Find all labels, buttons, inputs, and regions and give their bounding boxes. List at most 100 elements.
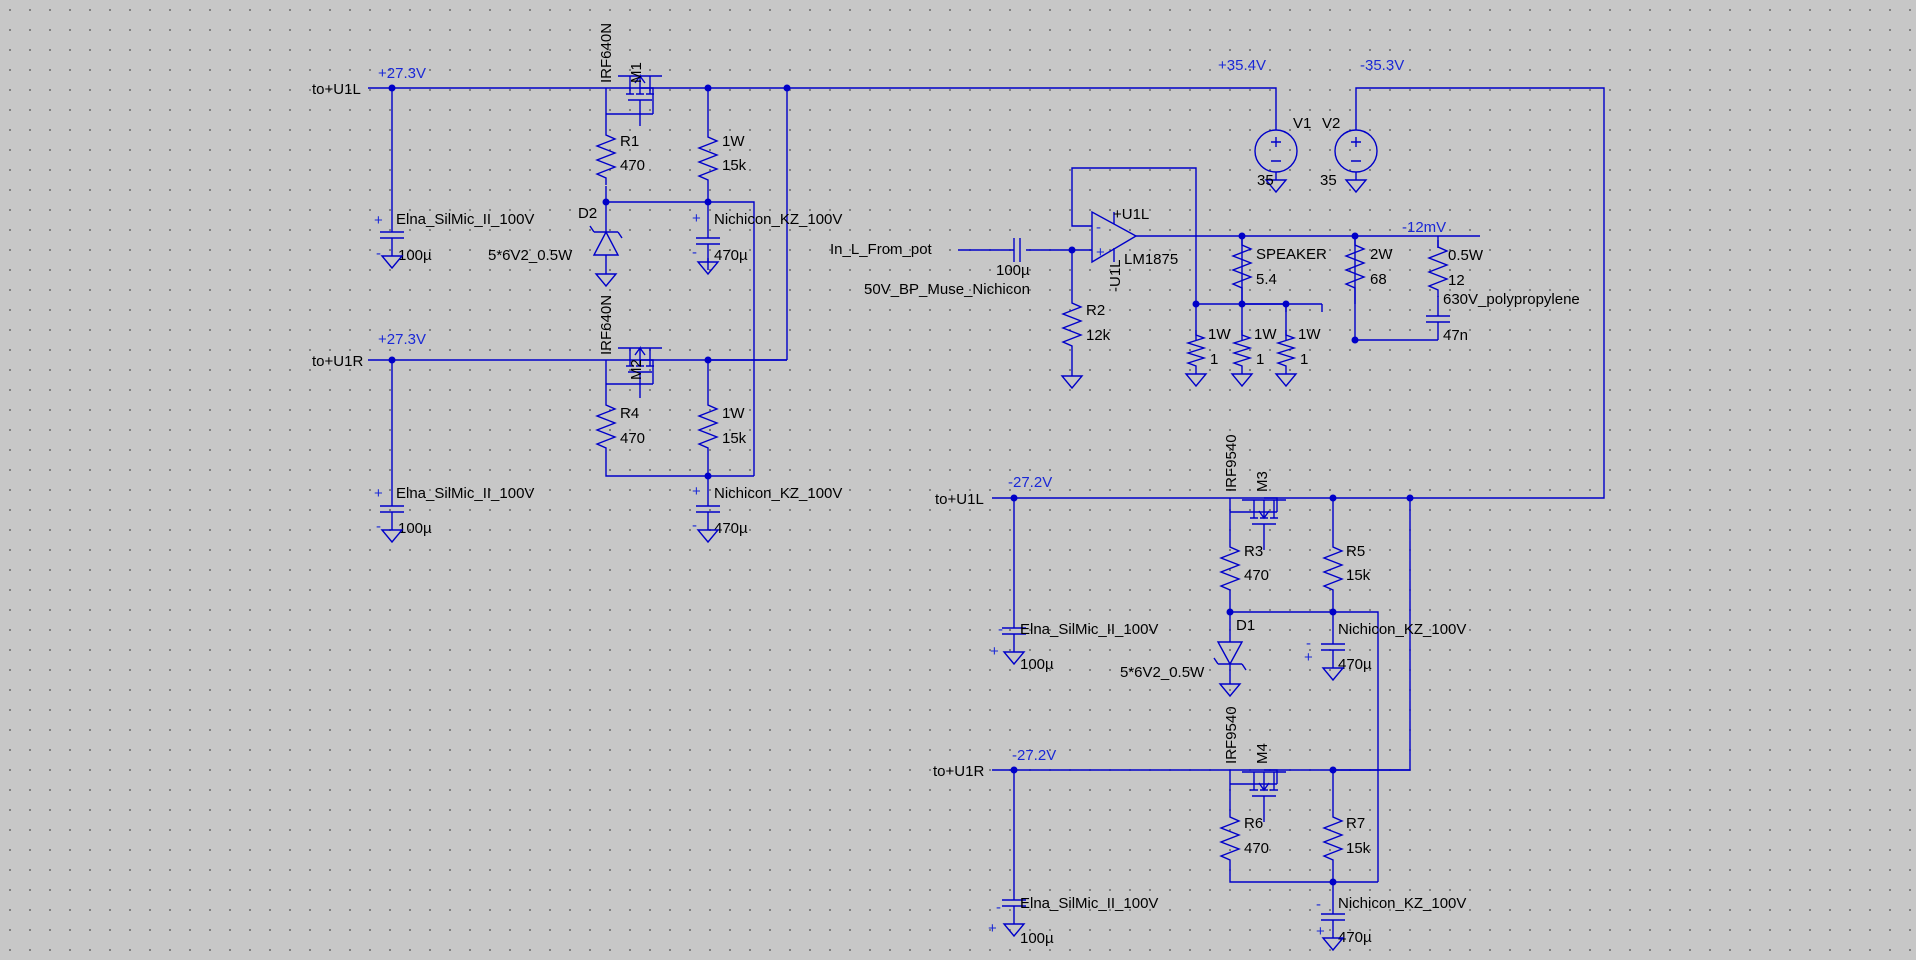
polarity-plus: + [692, 210, 701, 227]
net-neg-u1r: -27.2V [1012, 747, 1056, 764]
r3-name: R3 [1244, 543, 1263, 560]
resistor-12[interactable] [1428, 239, 1448, 298]
ground-icon [1231, 369, 1253, 387]
r12-value: 12 [1448, 272, 1465, 289]
m1-part: IRF640N [598, 23, 615, 83]
junction [1238, 300, 1246, 308]
opamp-lm1875[interactable] [1091, 210, 1138, 264]
net-output: -12mV [1402, 219, 1446, 236]
polarity-minus: - [998, 621, 1003, 638]
resistor-15k-mid[interactable] [698, 397, 718, 456]
opamp-plus-pin: + [1096, 244, 1105, 261]
junction [1010, 494, 1018, 502]
ground-icon [1219, 679, 1241, 697]
r7-value: 15k [1346, 840, 1371, 857]
net-pos-rail: +35.4V [1218, 57, 1266, 74]
capacitor-input[interactable] [1013, 238, 1021, 262]
resistor-r5[interactable] [1323, 539, 1343, 598]
nichicon-3-name: Nichicon_KZ_100V [1338, 621, 1466, 638]
v1-value: 35 [1257, 172, 1274, 189]
junction [1351, 232, 1359, 240]
r15k-mid-value: 15k [722, 430, 747, 447]
ground-icon [1185, 369, 1207, 387]
r3-value: 470 [1244, 567, 1269, 584]
voltage-source-v1[interactable] [1254, 129, 1298, 173]
junction [1351, 336, 1359, 344]
resistor-r1[interactable] [596, 127, 616, 186]
junction [1192, 300, 1200, 308]
poly-cap-name: 630V_polypropylene [1443, 291, 1580, 308]
resistor-15k-top[interactable] [698, 129, 718, 188]
r1-value: 470 [620, 157, 645, 174]
opamp-part: LM1875 [1124, 251, 1178, 268]
net-pos-u1r: +27.3V [378, 331, 426, 348]
junction [1282, 300, 1290, 308]
port-u1l-neg: to+U1L [935, 491, 984, 508]
junction [704, 84, 712, 92]
ground-icon [1275, 369, 1297, 387]
r5-value: 15k [1346, 567, 1371, 584]
polarity-minus: - [692, 244, 697, 261]
rs3-value: 1 [1300, 351, 1308, 368]
port-u1l-pos: to+U1L [312, 81, 361, 98]
elna-1-value: 100µ [398, 247, 432, 264]
rs2-name: 1W [1254, 326, 1277, 343]
elna-3-value: 100µ [1020, 656, 1054, 673]
input-cap-value: 100µ [996, 262, 1030, 279]
r4-name: R4 [620, 405, 639, 422]
polarity-plus: + [692, 483, 701, 500]
ground-icon [595, 269, 617, 287]
resistor-r3[interactable] [1220, 539, 1240, 598]
r68-value: 68 [1370, 271, 1387, 288]
junction [1329, 878, 1337, 886]
net-neg-u1l: -27.2V [1008, 474, 1052, 491]
polarity-minus: - [1306, 635, 1311, 652]
resistor-r2[interactable] [1062, 295, 1082, 354]
r6-name: R6 [1244, 815, 1263, 832]
junction [704, 198, 712, 206]
resistor-r4[interactable] [596, 397, 616, 456]
m3-stage [992, 497, 1411, 882]
opamp-minus-pin: - [1096, 219, 1101, 236]
r4-value: 470 [620, 430, 645, 447]
nichicon-2-value: 470µ [714, 520, 748, 537]
zener-diode-d1[interactable] [1213, 641, 1247, 671]
polarity-plus: + [1316, 923, 1325, 940]
polarity-minus: - [376, 518, 381, 535]
polarity-plus: + [1304, 649, 1313, 666]
port-u1r-neg: to+U1R [933, 763, 984, 780]
resistor-r6[interactable] [1220, 809, 1240, 868]
speaker-name: SPEAKER [1256, 246, 1327, 263]
m4-stage [992, 769, 1410, 900]
d1-value: 5*6V2_0.5W [1120, 664, 1205, 681]
r15k-mid-name: 1W [722, 405, 745, 422]
rs2-value: 1 [1256, 351, 1264, 368]
elna-2-name: Elna_SilMic_II_100V [396, 485, 534, 502]
nichicon-3-value: 470µ [1338, 656, 1372, 673]
nichicon-4-value: 470µ [1338, 929, 1372, 946]
r6-value: 470 [1244, 840, 1269, 857]
rs1-name: 1W [1208, 326, 1231, 343]
m1-name: M1 [628, 62, 645, 83]
junction [1329, 494, 1337, 502]
r1-name: R1 [620, 133, 639, 150]
zener-diode-d2[interactable] [589, 225, 623, 256]
opamp-neg-supply: -U1L [1107, 259, 1124, 292]
r7-name: R7 [1346, 815, 1365, 832]
r2-value: 12k [1086, 327, 1111, 344]
nichicon-4-name: Nichicon_KZ_100V [1338, 895, 1466, 912]
poly-cap-value: 47n [1443, 327, 1468, 344]
resistor-r7[interactable] [1323, 809, 1343, 868]
m4-part: IRF9540 [1223, 706, 1240, 764]
v2-value: 35 [1320, 172, 1337, 189]
d1-name: D1 [1236, 617, 1255, 634]
polarity-minus: - [376, 245, 381, 262]
capacitor-polypropylene[interactable] [1426, 315, 1450, 327]
r15k-top-value: 15k [722, 157, 747, 174]
r68-name: 2W [1370, 246, 1393, 263]
net-neg-rail: -35.3V [1360, 57, 1404, 74]
voltage-source-v2[interactable] [1334, 129, 1378, 173]
junction [704, 356, 712, 364]
r15k-top-name: 1W [722, 133, 745, 150]
